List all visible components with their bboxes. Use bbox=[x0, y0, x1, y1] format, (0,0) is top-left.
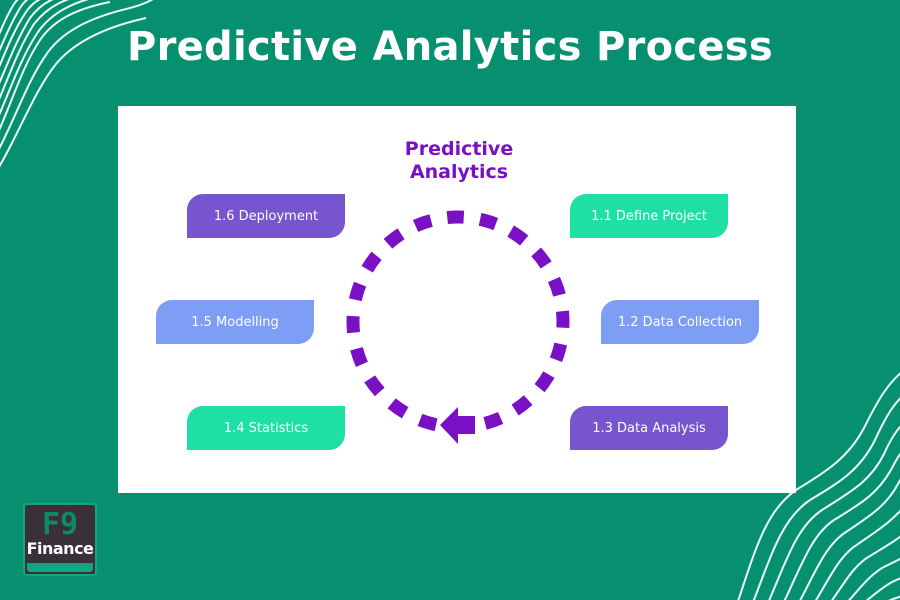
step-1-4-statistics: 1.4 Statistics bbox=[187, 406, 345, 450]
cycle-center-label: Predictive Analytics bbox=[380, 138, 538, 184]
page-title: Predictive Analytics Process bbox=[126, 24, 774, 70]
step-1-3-data-analysis: 1.3 Data Analysis bbox=[570, 406, 728, 450]
step-1-6-deployment: 1.6 Deployment bbox=[187, 194, 345, 238]
logo-name: Finance bbox=[26, 539, 94, 558]
step-label: 1.5 Modelling bbox=[191, 314, 279, 330]
logo-bar bbox=[27, 563, 93, 572]
step-label: 1.6 Deployment bbox=[213, 208, 319, 224]
step-label: 1.1 Define Project bbox=[591, 208, 707, 224]
center-label-line1: Predictive bbox=[404, 138, 514, 160]
center-label-line2: Analytics bbox=[409, 161, 509, 183]
step-label: 1.2 Data Collection bbox=[617, 314, 743, 330]
arrow-left-icon bbox=[440, 407, 475, 444]
logo-mark: F9 bbox=[41, 507, 79, 542]
step-1-1-define-project: 1.1 Define Project bbox=[570, 194, 728, 238]
step-1-5-modelling: 1.5 Modelling bbox=[156, 300, 314, 344]
f9-finance-logo: F9 Finance bbox=[23, 503, 97, 576]
dashed-circle bbox=[346, 210, 570, 434]
step-label: 1.3 Data Analysis bbox=[592, 420, 706, 436]
step-label: 1.4 Statistics bbox=[223, 420, 309, 436]
step-1-2-data-collection: 1.2 Data Collection bbox=[601, 300, 759, 344]
